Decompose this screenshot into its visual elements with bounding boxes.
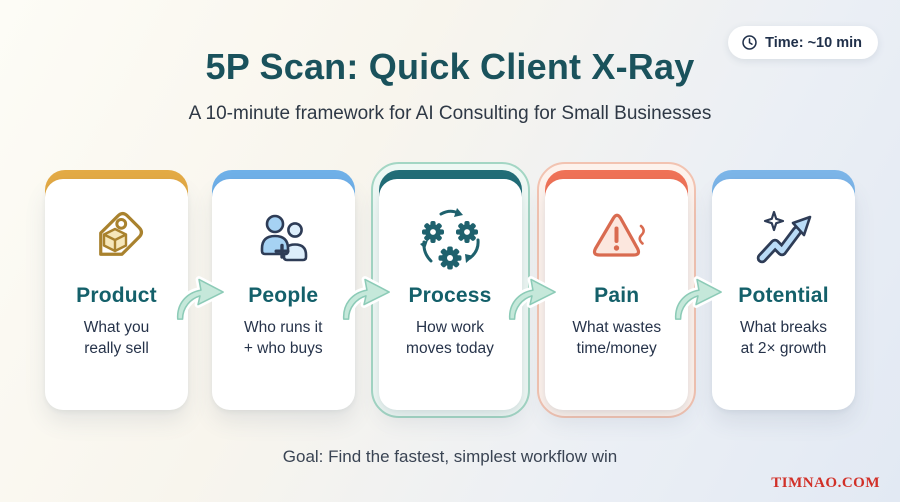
card-desc: Who runs it + who buys	[243, 319, 323, 358]
price-tag-icon	[84, 205, 150, 271]
card-potential: Potential What breaks at 2× growth	[712, 170, 855, 410]
card-pain: Pain What wastes time/money	[537, 162, 697, 418]
growth-arrow-icon	[751, 205, 817, 271]
flow-arrow-icon	[340, 276, 393, 322]
clock-icon	[742, 35, 757, 50]
card-title: Process	[408, 284, 492, 307]
card-title: Product	[76, 284, 157, 307]
card-desc: What wastes time/money	[572, 319, 662, 358]
flow-arrow-icon	[506, 276, 559, 322]
card-people: People Who runs it + who buys	[211, 170, 355, 410]
card-process: Process How work moves today	[370, 162, 530, 418]
page-title: 5P Scan: Quick Client X-Ray	[205, 46, 695, 87]
goal-text: Goal: Find the fastest, simplest workflo…	[282, 447, 618, 466]
card-desc: What you really sell	[83, 319, 150, 358]
flow-arrow-icon	[672, 276, 725, 322]
page-subtitle: A 10-minute framework for AI Consulting …	[188, 103, 712, 124]
warning-triangle-icon	[584, 205, 650, 271]
card-title: Pain	[594, 284, 640, 307]
card-title: People	[248, 284, 319, 307]
time-badge: Time: ~10 min	[728, 26, 878, 59]
cards-row: Product What you really sell	[45, 162, 855, 418]
gears-cycle-icon	[417, 205, 483, 271]
card-product: Product What you really sell	[45, 170, 188, 410]
time-badge-label: Time: ~10 min	[765, 34, 862, 51]
card-title: Potential	[738, 284, 829, 307]
people-plus-icon	[250, 205, 316, 271]
card-desc: What breaks at 2× growth	[739, 319, 827, 358]
card-desc: How work moves today	[406, 319, 494, 358]
watermark: TIMNAO.COM	[771, 475, 880, 491]
flow-arrow-icon	[174, 276, 227, 322]
